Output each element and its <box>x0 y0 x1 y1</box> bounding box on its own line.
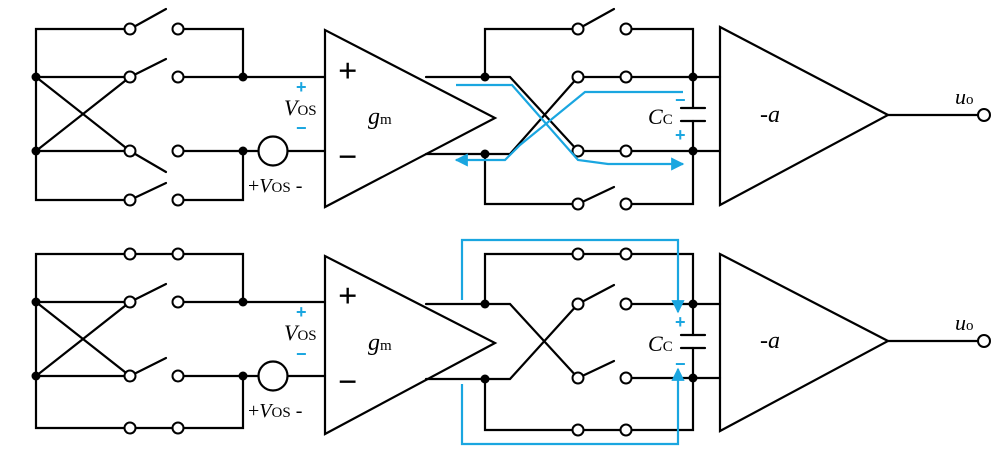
input-chopper-1 <box>31 7 327 207</box>
current-path-1 <box>454 83 685 171</box>
cc-polarity-top-1: − <box>675 90 686 110</box>
current-path-2 <box>460 238 685 446</box>
vos-label-1: VOS <box>284 95 317 120</box>
vos-polarity-minus-2: − <box>296 344 307 364</box>
gm-plus-input-1: + <box>338 53 357 90</box>
gm-minus-input-1: − <box>338 139 357 176</box>
cc-polarity-bottom-2: − <box>675 354 686 374</box>
gm-label-1: gm <box>368 104 392 130</box>
output-label-2: uo <box>955 310 974 335</box>
offset-voltage-source-2: +VOS- + VOS − <box>248 302 327 422</box>
cc-label-1: CC <box>648 104 673 129</box>
gm-label-2: gm <box>368 330 392 356</box>
source-label-1: +VOS- <box>248 175 302 197</box>
source-label-2: +VOS- <box>248 400 302 422</box>
offset-voltage-source-1: +VOS- + VOS − <box>248 77 327 197</box>
input-chopper-2 <box>31 247 327 435</box>
panel-phase-2: +VOS- + VOS − + − gm <box>31 238 991 446</box>
cc-polarity-bottom-1: + <box>675 125 686 145</box>
output-chopper-2 <box>424 247 722 437</box>
gm-plus-input-2: + <box>338 278 357 315</box>
vos-polarity-minus-1: − <box>296 118 307 138</box>
output-amplifier-2: -a uo <box>718 252 991 433</box>
gm-amplifier-2: + − gm <box>323 254 498 436</box>
output-label-1: uo <box>955 84 974 109</box>
gm-minus-input-2: − <box>338 364 357 401</box>
panel-phase-1: +VOS- + VOS − + − gm <box>31 7 991 211</box>
amp-gain-label-2: -a <box>760 328 780 354</box>
vos-polarity-plus-2: + <box>296 302 307 322</box>
vos-label-2: VOS <box>284 320 317 345</box>
amp-gain-label-1: -a <box>760 102 780 128</box>
vos-polarity-plus-1: + <box>296 77 307 97</box>
output-amplifier-1: -a uo <box>718 25 991 207</box>
cc-label-2: CC <box>648 331 673 356</box>
cc-polarity-top-2: + <box>675 312 686 332</box>
gm-amplifier-1: + − gm <box>323 28 498 209</box>
capacitor-cc-2: + − CC <box>648 302 707 380</box>
capacitor-cc-1: − + CC <box>648 75 707 153</box>
